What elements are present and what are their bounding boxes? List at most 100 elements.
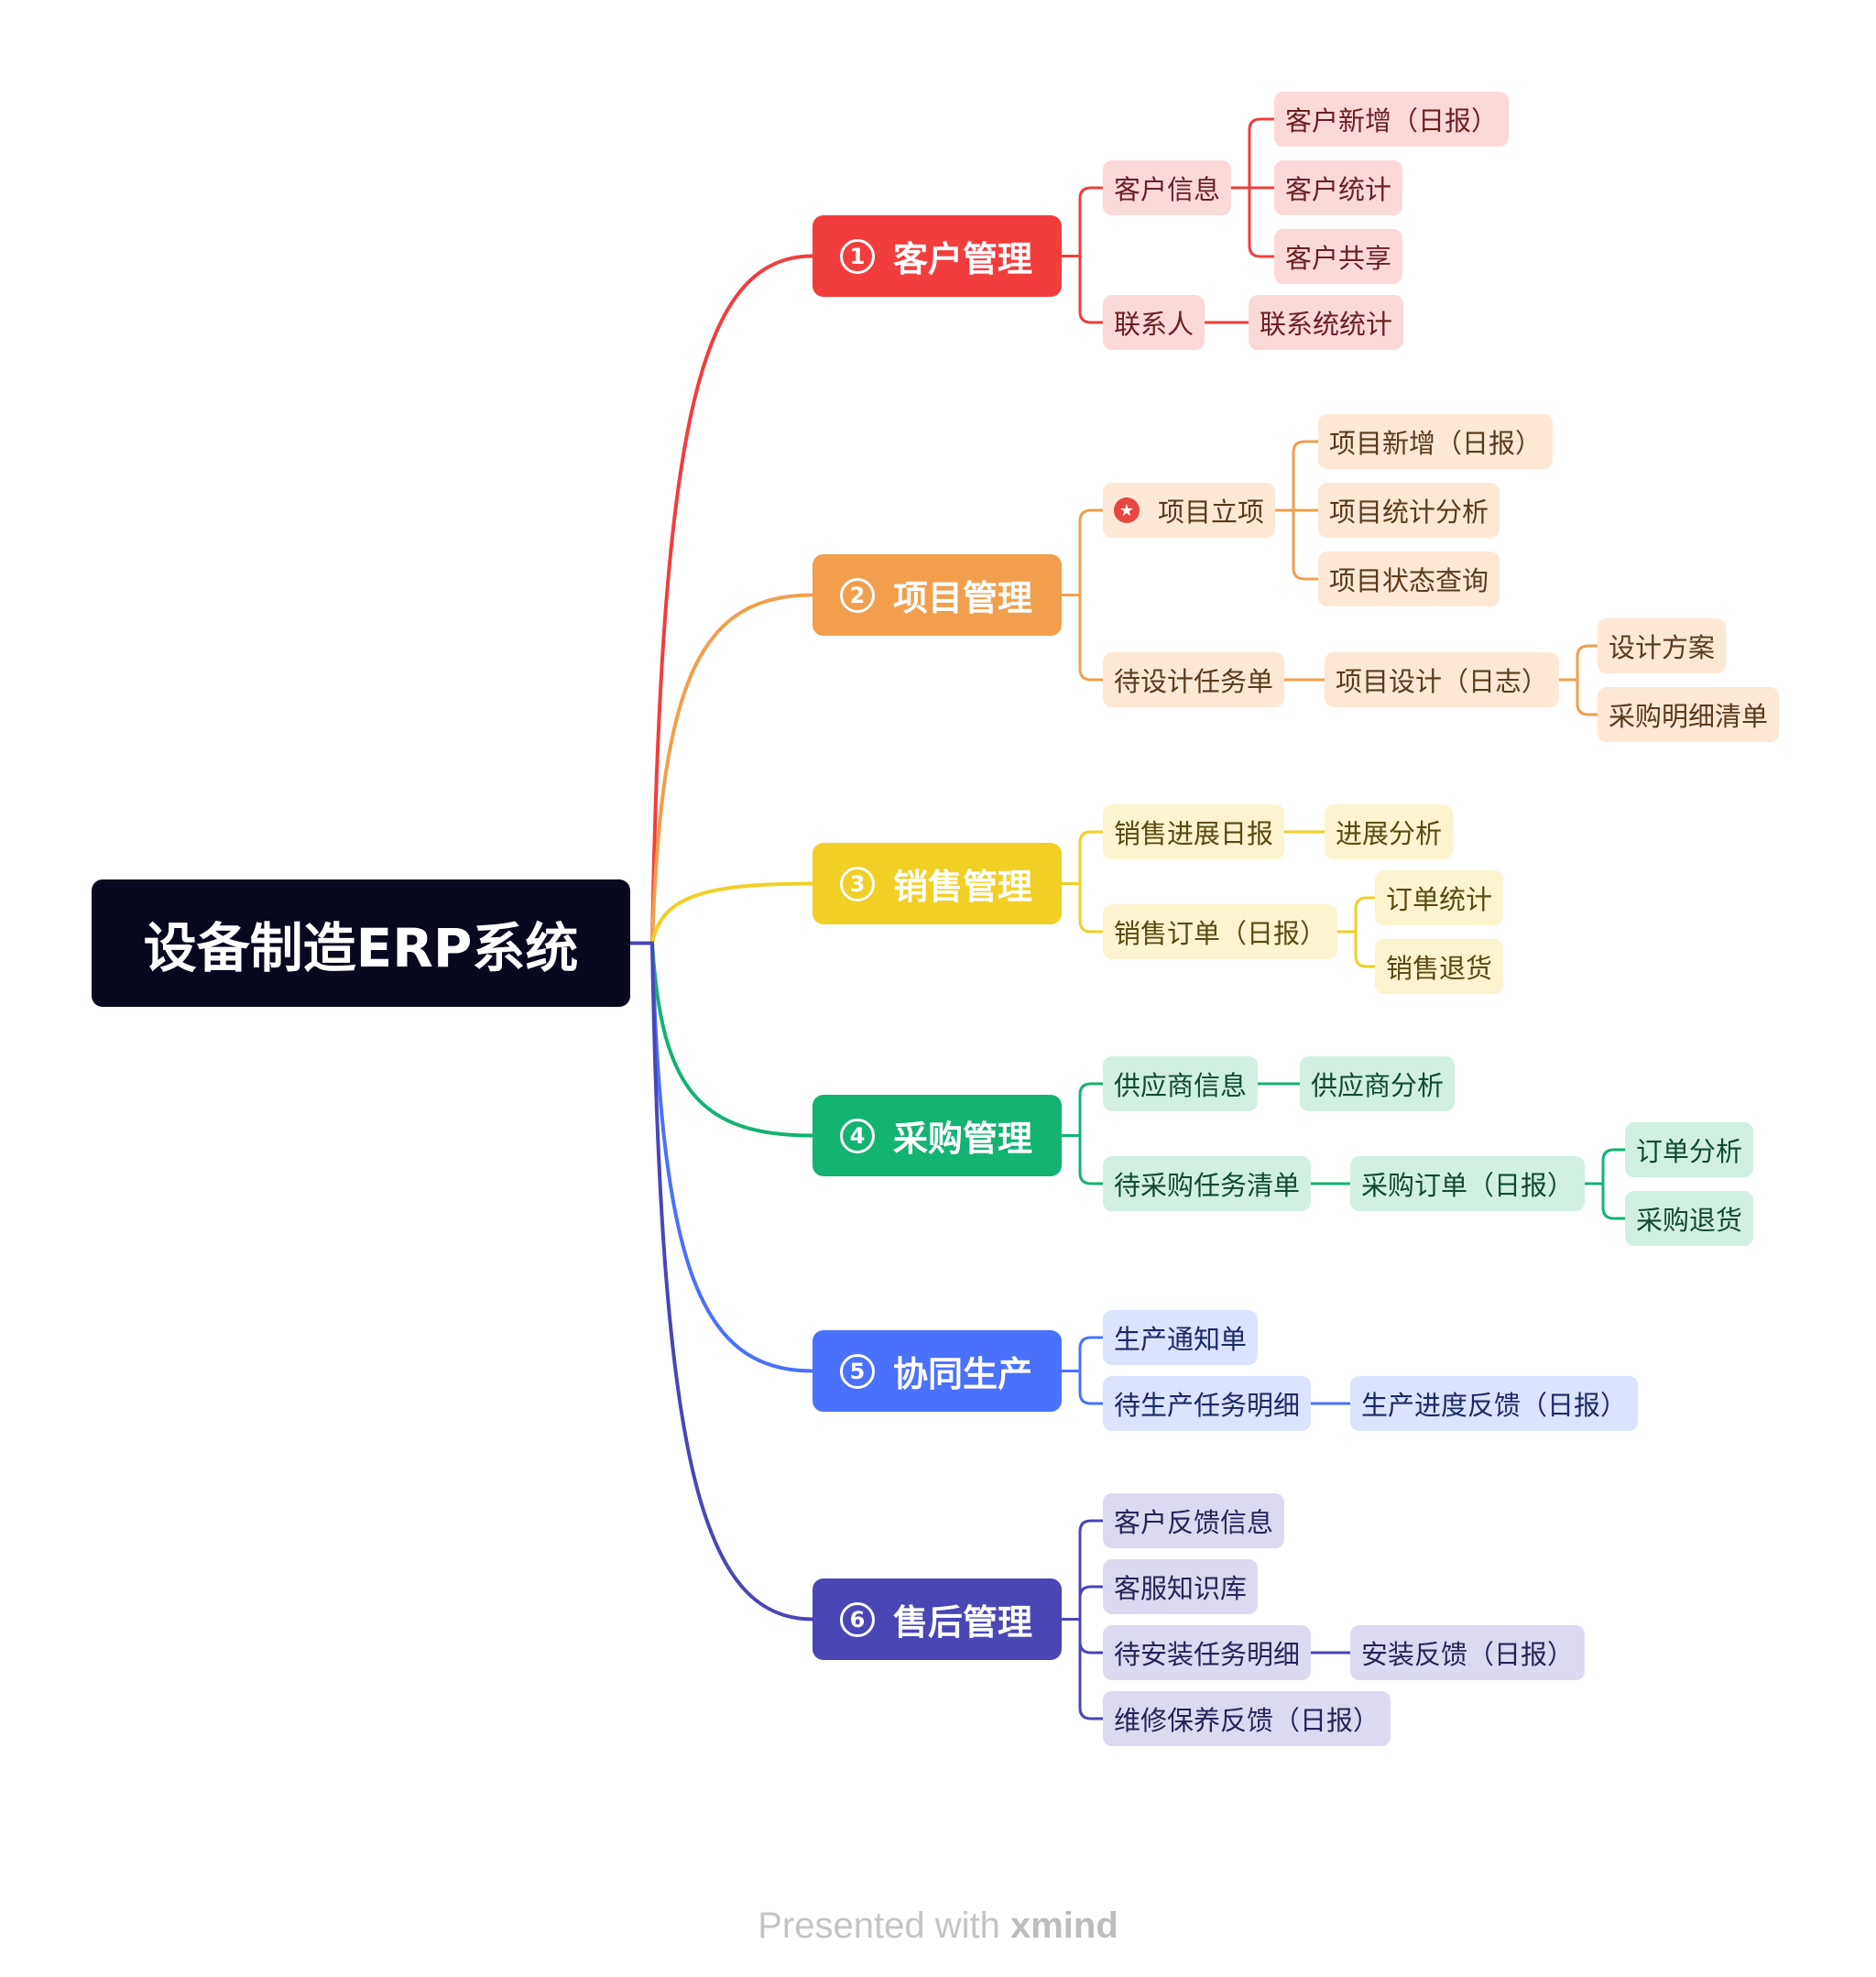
topic-pending-purchase[interactable]: 待采购任务清单 (1103, 1156, 1312, 1211)
topic-knowledge-base[interactable]: 客服知识库 (1103, 1559, 1259, 1614)
topic-sales-progress[interactable]: 销售进展日报 (1103, 804, 1285, 859)
topic-label: 待生产任务明细 (1114, 1390, 1301, 1421)
topic-purchase-list[interactable]: 采购明细清单 (1598, 687, 1780, 742)
topic-maintenance-feedback[interactable]: 维修保养反馈（日报） (1103, 1691, 1391, 1746)
topic-project-setup[interactable]: ★项目立项 (1103, 483, 1276, 538)
branch-topic-after-sales[interactable]: 6 售后管理 (813, 1578, 1062, 1660)
connector-line (1078, 186, 1105, 257)
topic-label: 安装反馈（日报） (1361, 1639, 1575, 1670)
branch-topic-customer-management[interactable]: 1 客户管理 (813, 215, 1062, 297)
topic-label: 订单分析 (1636, 1136, 1743, 1167)
xmind-watermark: Presented with xmind (0, 1906, 1876, 1947)
topic-label: 客户信息 (1114, 174, 1221, 205)
topic-label: 生产进度反馈（日报） (1361, 1390, 1628, 1421)
connector-line (1576, 644, 1599, 682)
connector-line (1078, 255, 1105, 324)
connector-line (628, 941, 814, 1622)
topic-production-feedback[interactable]: 生产进度反馈（日报） (1350, 1376, 1639, 1431)
topic-label: 联系人 (1114, 309, 1194, 340)
topic-purchase-return[interactable]: 采购退货 (1625, 1191, 1754, 1246)
branch-topic-production[interactable]: 5 协同生产 (813, 1330, 1062, 1412)
connector-line (1601, 1182, 1627, 1220)
topic-project-add[interactable]: 项目新增（日报） (1318, 414, 1554, 469)
topic-purchase-order[interactable]: 采购订单（日报） (1350, 1156, 1586, 1211)
connector-line (628, 593, 814, 945)
topic-label: 项目状态查询 (1329, 565, 1489, 596)
topic-label: 销售退货 (1386, 953, 1493, 984)
number-3-icon: 3 (840, 866, 875, 901)
number-5-icon: 5 (840, 1353, 875, 1389)
topic-customer-share[interactable]: 客户共享 (1274, 229, 1403, 284)
branch-topic-purchase-management[interactable]: 4 采购管理 (813, 1095, 1062, 1176)
topic-pending-install[interactable]: 待安装任务明细 (1103, 1625, 1312, 1680)
topic-label: 客户反馈信息 (1114, 1507, 1274, 1538)
topic-label: 供应商分析 (1311, 1070, 1445, 1101)
connector-line (628, 254, 814, 945)
connector-line (1078, 1336, 1105, 1372)
topic-customer-info[interactable]: 客户信息 (1103, 160, 1232, 215)
topic-customer-add[interactable]: 客户新增（日报） (1274, 92, 1510, 147)
number-2-icon: 2 (840, 577, 875, 613)
topic-label: 待安装任务明细 (1114, 1639, 1301, 1670)
connector-line (1354, 896, 1377, 934)
connector-line (1078, 882, 1105, 934)
root-topic[interactable]: 设备制造ERP系统 (92, 879, 630, 1007)
topic-pending-design[interactable]: 待设计任务单 (1103, 652, 1285, 707)
branch-label: 采购管理 (893, 1119, 1033, 1159)
topic-order-stats[interactable]: 订单统计 (1375, 870, 1504, 925)
connector-line (1078, 1370, 1105, 1405)
topic-project-stats[interactable]: 项目统计分析 (1318, 483, 1500, 538)
topic-sales-order[interactable]: 销售订单（日报） (1103, 904, 1338, 959)
branch-label: 协同生产 (893, 1354, 1033, 1394)
branch-label: 售后管理 (893, 1602, 1033, 1643)
topic-design-plan[interactable]: 设计方案 (1598, 618, 1727, 673)
topic-label: 客户新增（日报） (1285, 105, 1499, 137)
topic-supplier-info[interactable]: 供应商信息 (1103, 1056, 1259, 1111)
topic-contacts[interactable]: 联系人 (1103, 295, 1205, 350)
topic-customer-feedback[interactable]: 客户反馈信息 (1103, 1493, 1285, 1548)
connector-line (1078, 508, 1105, 596)
topic-label: 待设计任务单 (1114, 666, 1274, 697)
connector-line (1078, 1519, 1105, 1621)
topic-label: 项目立项 (1158, 497, 1265, 528)
topic-project-design[interactable]: 项目设计（日志） (1325, 652, 1560, 707)
topic-label: 客服知识库 (1114, 1573, 1248, 1604)
connector-line (1354, 930, 1377, 968)
topic-production-notice[interactable]: 生产通知单 (1103, 1310, 1259, 1365)
topic-label: 进展分析 (1336, 818, 1443, 849)
topic-contact-stats[interactable]: 联系统统计 (1249, 295, 1404, 350)
topic-project-status[interactable]: 项目状态查询 (1318, 552, 1500, 606)
connector-line (1078, 594, 1105, 682)
topic-label: 采购订单（日报） (1361, 1170, 1575, 1201)
watermark-prefix: Presented with (758, 1906, 1010, 1946)
topic-supplier-analysis[interactable]: 供应商分析 (1300, 1056, 1456, 1111)
connector-line (1078, 1585, 1105, 1621)
topic-label: 订单统计 (1386, 884, 1493, 915)
connector-line (1248, 117, 1276, 190)
number-4-icon: 4 (840, 1118, 875, 1153)
connector-line (1078, 1134, 1105, 1185)
topic-label: 采购明细清单 (1609, 701, 1769, 732)
topic-install-feedback[interactable]: 安装反馈（日报） (1350, 1625, 1586, 1680)
connector-line (628, 881, 814, 945)
branch-topic-project-management[interactable]: 2 项目管理 (813, 554, 1062, 636)
topic-order-analysis[interactable]: 订单分析 (1625, 1122, 1754, 1177)
connector-line (1292, 440, 1320, 512)
number-1-icon: 1 (840, 238, 875, 274)
connector-line (1576, 678, 1599, 716)
topic-progress-analysis[interactable]: 进展分析 (1325, 804, 1454, 859)
topic-sales-return[interactable]: 销售退货 (1375, 939, 1504, 994)
branch-label: 客户管理 (893, 239, 1033, 279)
topic-pending-production[interactable]: 待生产任务明细 (1103, 1376, 1312, 1431)
topic-label: 项目统计分析 (1329, 497, 1489, 528)
number-6-icon: 6 (840, 1601, 875, 1637)
connector-line (1248, 186, 1276, 258)
branch-label: 项目管理 (893, 578, 1033, 618)
topic-label: 设计方案 (1609, 632, 1716, 663)
branch-topic-sales-management[interactable]: 3 销售管理 (813, 843, 1062, 924)
connector-line (628, 941, 814, 1138)
topic-customer-stats[interactable]: 客户统计 (1274, 160, 1403, 215)
connector-line (1292, 508, 1320, 581)
